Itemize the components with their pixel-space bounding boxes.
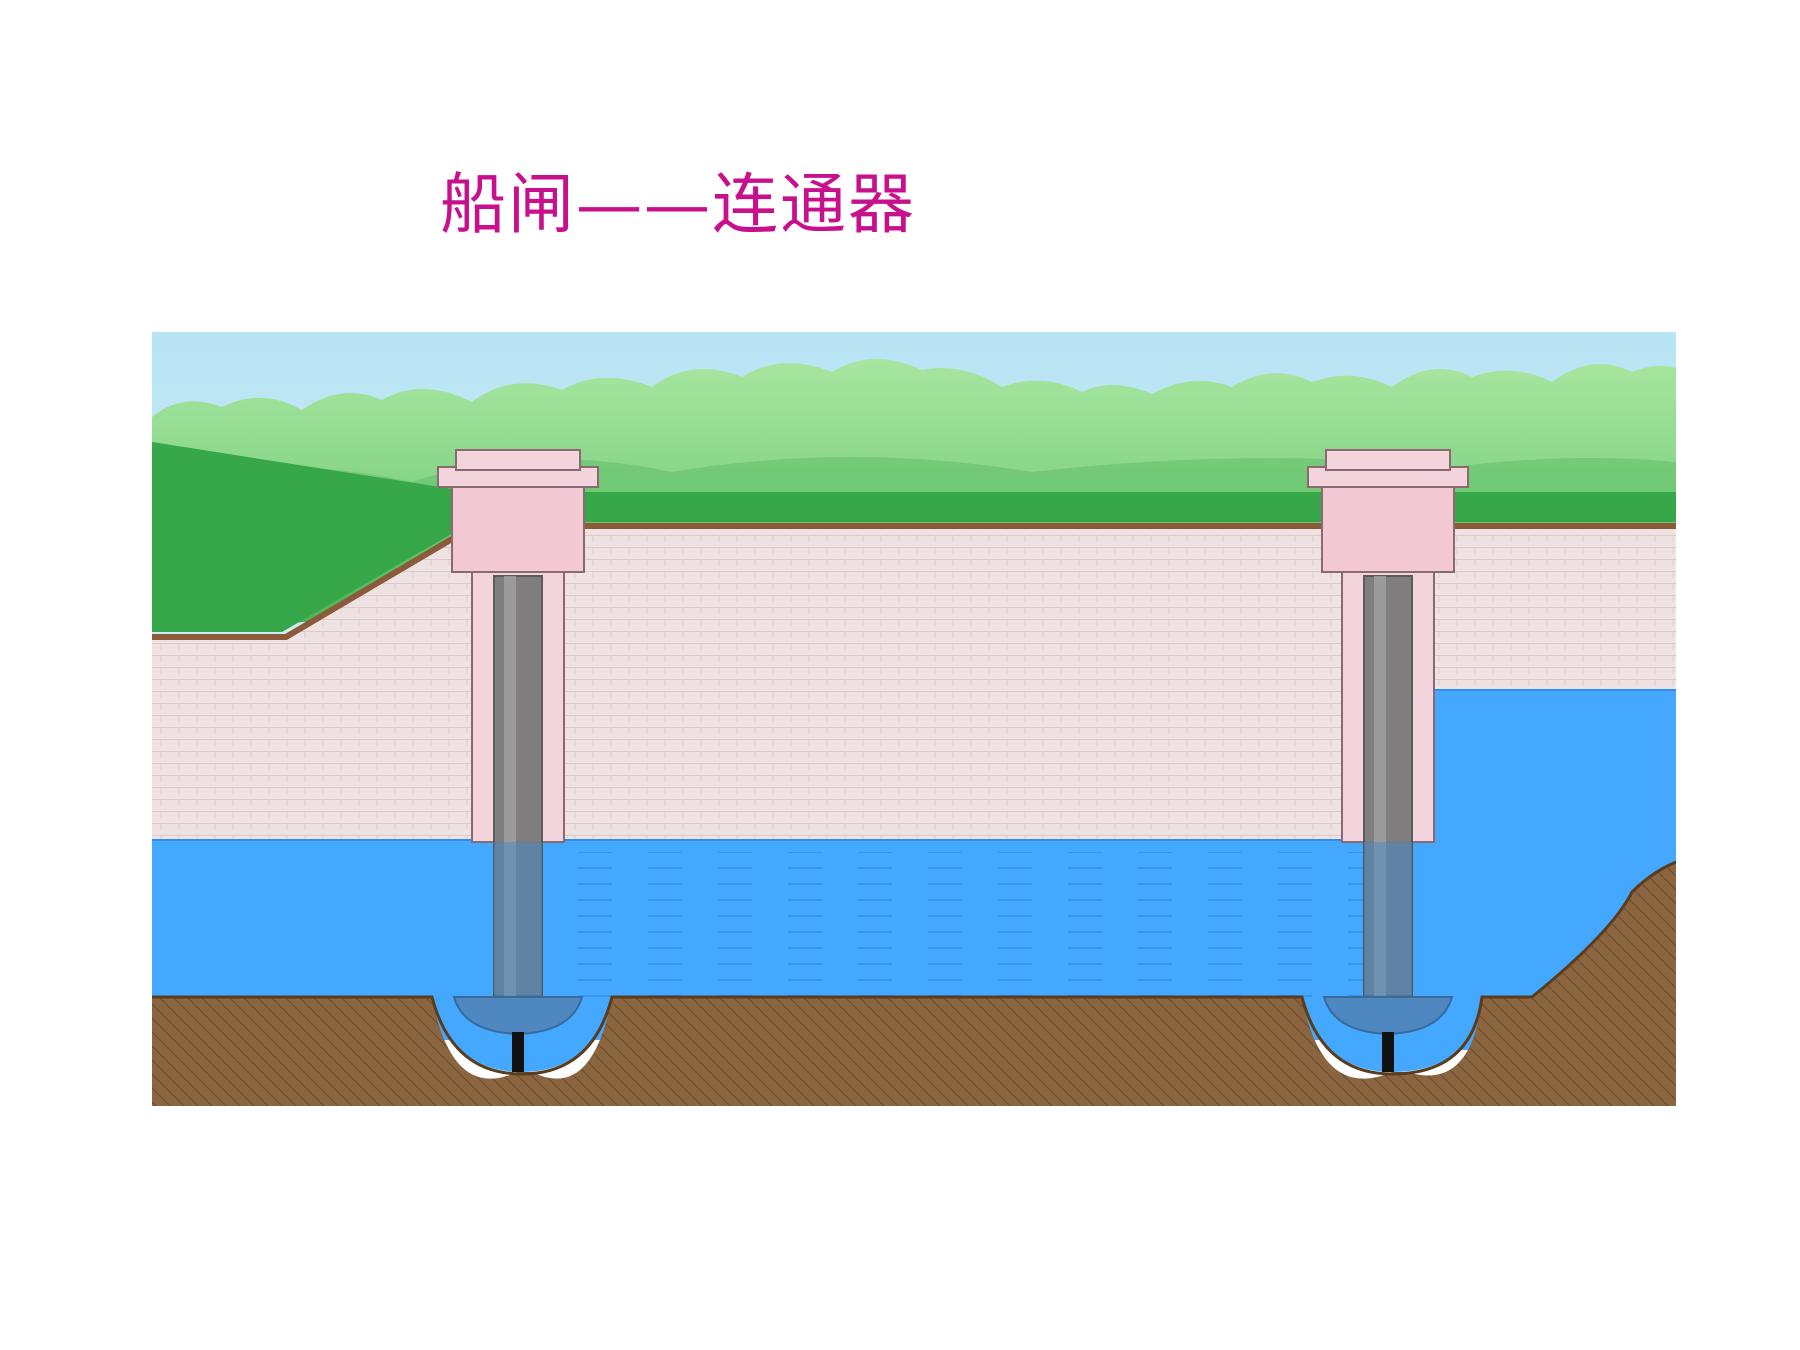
page-title: 船闸——连通器: [440, 166, 916, 243]
left-bank-grass: [152, 442, 1676, 632]
downstream-gate: [437, 449, 599, 1072]
ship-lock-diagram: [152, 332, 1676, 1106]
riverbed: [152, 862, 1676, 1106]
upstream-gate: [1307, 449, 1469, 1072]
